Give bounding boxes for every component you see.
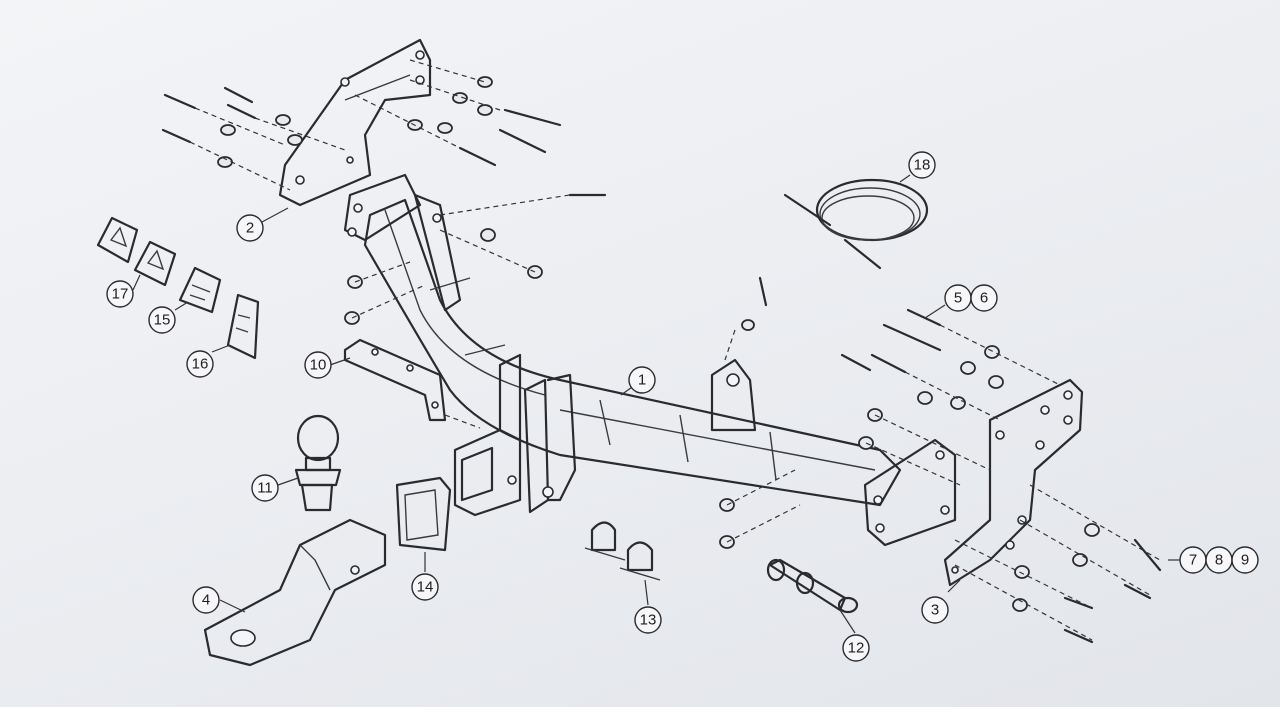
wiring-bracket <box>343 338 447 422</box>
callout-5: 5 <box>944 284 972 312</box>
callout-9-label: 9 <box>1241 552 1249 569</box>
center-bracket <box>710 358 757 432</box>
callout-18: 18 <box>908 151 936 179</box>
callout-2: 2 <box>236 214 264 242</box>
callout-4-label: 4 <box>202 592 210 609</box>
main-crossbar <box>363 198 902 507</box>
instruction-stickers <box>178 266 260 360</box>
receiver-box <box>453 353 577 517</box>
callout-15: 15 <box>148 306 176 334</box>
callout-8-label: 8 <box>1215 552 1223 569</box>
callout-13: 13 <box>634 606 662 634</box>
safety-shackles <box>584 521 661 581</box>
callout-6: 6 <box>970 284 998 312</box>
tow-ball <box>294 414 342 512</box>
warning-stickers <box>96 216 177 287</box>
callout-14: 14 <box>411 573 439 601</box>
receiver-cover <box>395 476 452 552</box>
callout-2-label: 2 <box>246 220 254 237</box>
ball-mount <box>203 518 387 667</box>
callout-10: 10 <box>304 351 332 379</box>
callout-18-label: 18 <box>914 157 931 174</box>
callout-1: 1 <box>628 366 656 394</box>
left-end-plate <box>343 173 462 312</box>
right-chassis-bracket <box>943 378 1084 587</box>
callout-17-label: 17 <box>112 286 129 303</box>
callout-1-label: 1 <box>638 372 646 389</box>
callout-13-label: 13 <box>640 612 657 629</box>
wiring-cable-coil <box>783 178 929 270</box>
right-end-plate <box>863 438 957 547</box>
callout-12: 12 <box>842 634 870 662</box>
callout-16-label: 16 <box>192 356 209 373</box>
callout-5-label: 5 <box>954 290 962 307</box>
callout-8: 8 <box>1205 546 1233 574</box>
callout-12-label: 12 <box>848 640 865 657</box>
callout-9: 9 <box>1231 546 1259 574</box>
right-bolts <box>840 308 1162 644</box>
callout-10-label: 10 <box>310 357 327 374</box>
callout-3: 3 <box>921 596 949 624</box>
callout-11-label: 11 <box>257 480 273 497</box>
left-bolts <box>161 76 768 549</box>
callout-6-label: 6 <box>980 290 988 307</box>
assembly-guide-lines <box>189 59 1161 641</box>
callout-11: 11 <box>251 474 279 502</box>
callout-4: 4 <box>192 586 220 614</box>
callout-7-label: 7 <box>1189 552 1197 569</box>
hitch-pin <box>766 558 859 614</box>
callout-17: 17 <box>106 280 134 308</box>
callout-16: 16 <box>186 350 214 378</box>
callout-15-label: 15 <box>154 312 171 329</box>
callout-14-label: 14 <box>417 579 434 596</box>
callout-3-label: 3 <box>931 602 939 619</box>
callout-7: 7 <box>1179 546 1207 574</box>
